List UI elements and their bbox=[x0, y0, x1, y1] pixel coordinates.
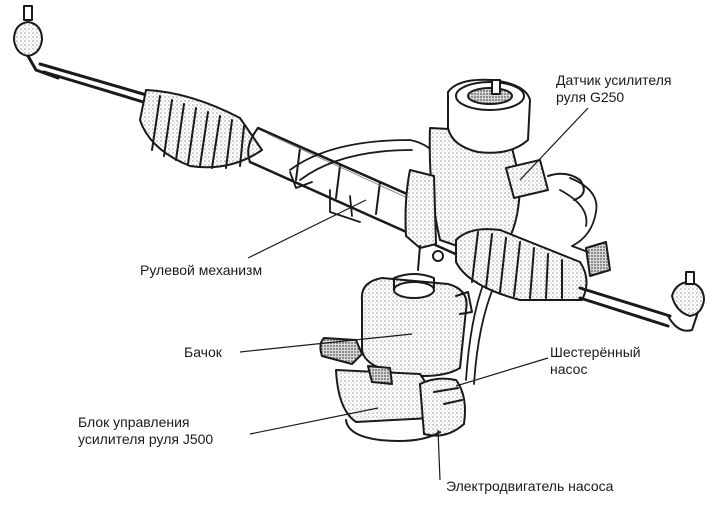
control-unit-label-line2: усилителя руля J500 bbox=[78, 431, 213, 448]
left-tie-rod bbox=[40, 64, 150, 96]
right-bellows bbox=[456, 229, 587, 300]
sensor-label: Датчик усилителя руля G250 bbox=[556, 72, 671, 106]
gear-pump-label-line2: насос bbox=[550, 361, 641, 378]
control-unit-label-line1: Блок управления bbox=[78, 414, 213, 431]
reservoir-label: Бачок bbox=[184, 344, 222, 361]
sensor-label-line2: руля G250 bbox=[556, 89, 671, 106]
steering-gear-label: Рулевой механизм bbox=[140, 262, 262, 279]
right-tie-rod-end bbox=[668, 272, 704, 331]
sensor-g250 bbox=[506, 160, 584, 200]
reservoir bbox=[362, 274, 472, 376]
control-unit-label: Блок управления усилителя руля J500 bbox=[78, 414, 213, 448]
left-bellows bbox=[140, 90, 262, 168]
sensor-label-line1: Датчик усилителя bbox=[556, 72, 671, 89]
pump-motor-label: Электродвигатель насоса bbox=[446, 478, 613, 495]
gear-pump-label: Шестерённый насос bbox=[550, 344, 641, 378]
gear-pump-label-line1: Шестерённый bbox=[550, 344, 641, 361]
